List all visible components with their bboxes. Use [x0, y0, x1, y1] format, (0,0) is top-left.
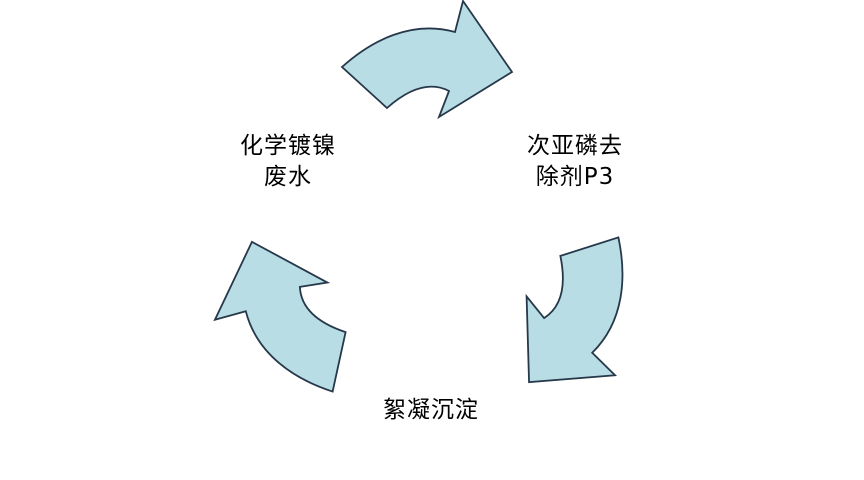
node-label-line: 废水 [264, 164, 312, 190]
cycle-arrow-right [489, 211, 677, 419]
node-label-hypophosphite-remover-p3: 次亚磷去 除剂P3 [470, 131, 680, 193]
node-label-line: 除剂P3 [535, 164, 615, 190]
cycle-arrow-left [189, 218, 377, 426]
node-label-line: 絮凝沉淀 [383, 397, 479, 423]
node-label-chemical-nickel-wastewater: 化学镀镍 废水 [183, 131, 393, 193]
node-label-line: 化学镀镍 [240, 133, 336, 159]
node-label-flocculation-sedimentation: 絮凝沉淀 [326, 395, 536, 426]
cycle-arrow-top [341, 0, 513, 118]
node-label-line: 次亚磷去 [527, 133, 623, 159]
